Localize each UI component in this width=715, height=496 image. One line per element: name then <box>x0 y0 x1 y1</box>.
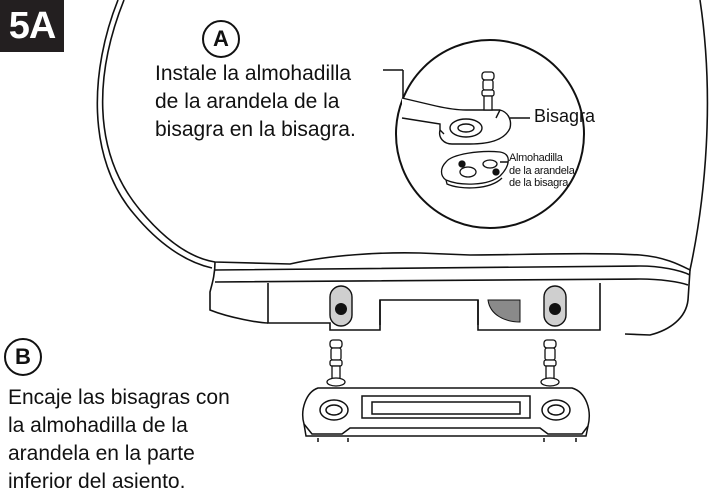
part-a-line-1: Instale la almohadilla <box>155 62 352 85</box>
seat-recess-shadow <box>487 299 521 323</box>
pad-callout-line-1: Almohadilla <box>509 152 563 164</box>
detail-pin <box>481 71 495 111</box>
hinge-mount-left <box>329 285 353 327</box>
hinge-washer-pad <box>302 387 590 442</box>
part-b-line-4: inferior del asiento. <box>8 470 186 493</box>
part-b-line-2: la almohadilla de la <box>8 414 188 437</box>
detail-hinge-arm <box>401 97 512 145</box>
pad-callout-line-2: de la arandela <box>509 164 575 177</box>
hinge-callout-label: Bisagra <box>534 106 596 126</box>
part-a-instruction: Instale la almohadilla de la arandela de… <box>155 60 356 144</box>
part-b-marker: B <box>4 338 42 376</box>
detail-washer-pad <box>440 150 509 189</box>
part-b-instruction: Encaje las bisagras con la almohadilla d… <box>8 384 230 496</box>
toilet-seat <box>96 0 709 336</box>
part-a-line-3: bisagra en la bisagra. <box>155 118 356 141</box>
part-a-marker: A <box>202 20 240 58</box>
callout-lines <box>383 69 530 163</box>
step-number-badge: 5A <box>0 0 64 52</box>
hinge-mount-right <box>543 285 567 327</box>
pad-callout-line-3: de la bisagra <box>509 177 569 189</box>
part-a-line-2: de la arandela de la <box>155 90 340 113</box>
pad-callout-label: Almohadilla de la arandela de la bisagra <box>509 152 575 190</box>
part-b-line-1: Encaje las bisagras con <box>8 386 230 409</box>
hinge-pin-right <box>540 339 560 387</box>
hinge-pin-left <box>326 339 346 387</box>
part-b-line-3: arandela en la parte <box>8 442 195 465</box>
